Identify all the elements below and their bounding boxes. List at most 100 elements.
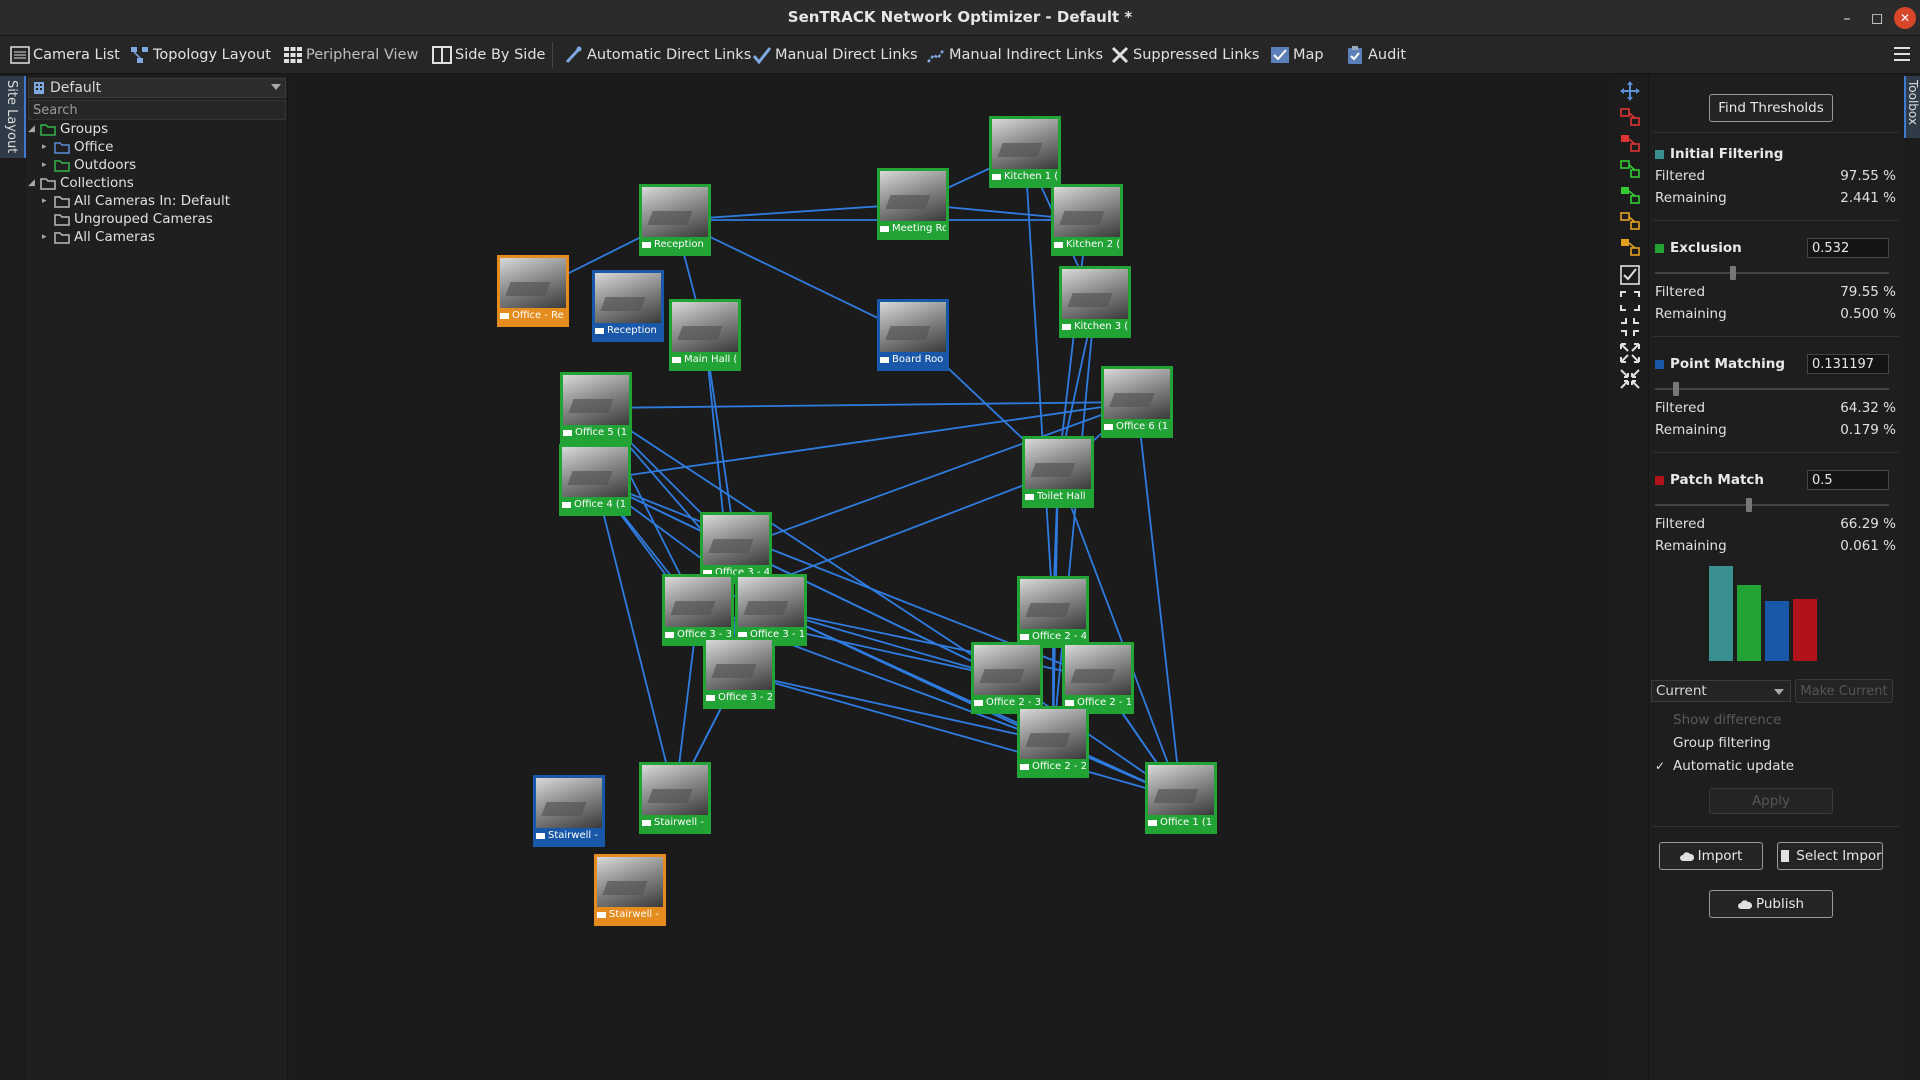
topology-link[interactable] <box>1052 301 1096 743</box>
topology-link[interactable] <box>594 479 676 799</box>
camera-list-button[interactable]: Camera List <box>10 42 120 68</box>
publish-button[interactable]: Publish <box>1709 890 1833 918</box>
topology-link[interactable] <box>1136 401 1182 799</box>
mode-select[interactable]: Current <box>1651 680 1791 702</box>
add-all-links-icon[interactable] <box>1619 184 1641 206</box>
camera-node[interactable]: Office 3 - 4 <box>700 512 772 584</box>
camera-node[interactable]: Meeting Ro <box>877 168 949 240</box>
remove-link-icon[interactable] <box>1619 106 1641 128</box>
site-select[interactable]: Default <box>28 78 286 98</box>
camera-node[interactable]: Office 3 - 1 <box>735 574 807 646</box>
collapsed-arrow-icon[interactable]: ▸ <box>42 160 47 170</box>
point-matching-threshold-input[interactable] <box>1807 354 1889 374</box>
expand-icon[interactable] <box>1619 342 1641 364</box>
camera-node[interactable]: Stairwell - <box>639 762 711 834</box>
camera-node[interactable]: Stairwell - <box>533 775 605 847</box>
apply-button[interactable]: Apply <box>1709 788 1833 814</box>
make-current-button[interactable]: Make Current <box>1795 679 1893 703</box>
camera-node[interactable]: Kitchen 3 ( <box>1059 266 1131 338</box>
tree-item-all-cameras-in[interactable]: ▸ All Cameras In: Default <box>42 192 230 210</box>
camera-node[interactable]: Reception <box>639 184 711 256</box>
tree-item-ungrouped[interactable]: Ungrouped Cameras <box>42 210 213 228</box>
manual-direct-links-button[interactable]: Manual Direct Links <box>752 42 918 68</box>
camera-node[interactable]: Reception <box>592 270 664 342</box>
topology-layout-button[interactable]: Topology Layout <box>130 42 271 68</box>
camera-node[interactable]: Office 3 - 3 <box>662 574 734 646</box>
group-filtering-checkbox[interactable]: Group filtering <box>1655 735 1771 751</box>
camera-node[interactable]: Office 2 - 3 <box>971 642 1043 714</box>
collapsed-arrow-icon[interactable]: ▸ <box>42 142 47 152</box>
indirect-all-links-icon[interactable] <box>1619 236 1641 258</box>
camera-node[interactable]: Office 6 (1 <box>1101 366 1173 438</box>
topology-link[interactable] <box>735 401 1138 549</box>
topology-link[interactable] <box>738 672 1182 799</box>
collapsed-arrow-icon[interactable]: ▸ <box>42 232 47 242</box>
tree-item-collections[interactable]: ◢ Collections <box>28 174 134 192</box>
topology-link[interactable] <box>674 219 914 336</box>
topology-link[interactable] <box>674 203 914 221</box>
collapsed-arrow-icon[interactable]: ▸ <box>42 196 47 206</box>
add-link-icon[interactable] <box>1619 158 1641 180</box>
toolbox-tab[interactable]: Toolbox <box>1904 76 1920 138</box>
search-input[interactable] <box>28 100 286 120</box>
point-matching-slider-handle[interactable] <box>1673 382 1680 396</box>
exclusion-slider-handle[interactable] <box>1730 266 1737 280</box>
exclusion-slider[interactable] <box>1655 266 1889 280</box>
audit-button[interactable]: Audit <box>1345 42 1406 68</box>
peripheral-view-button[interactable]: Peripheral View <box>283 42 418 68</box>
fit-view-icon[interactable] <box>1619 290 1641 312</box>
camera-node[interactable]: Toilet Hall <box>1022 436 1094 508</box>
tree-item-outdoors[interactable]: ▸ Outdoors <box>42 156 136 174</box>
camera-node[interactable]: Office 3 - 2 <box>703 637 775 709</box>
camera-node[interactable]: Main Hall ( <box>669 299 741 371</box>
topology-link[interactable] <box>595 407 1008 679</box>
automatic-update-checkbox[interactable]: ✓ Automatic update <box>1655 758 1794 774</box>
camera-node[interactable]: Office 5 (1 <box>560 372 632 444</box>
topology-canvas[interactable]: Kitchen 1 ( Meeting Ro Reception Kitchen 2 … <box>289 76 1610 1080</box>
side-by-side-button[interactable]: Side By Side <box>432 42 545 68</box>
map-check-icon[interactable] <box>1619 264 1641 286</box>
camera-node[interactable]: Kitchen 2 ( <box>1051 184 1123 256</box>
camera-node[interactable]: Stairwell - <box>594 854 666 926</box>
minimize-icon[interactable]: – <box>1843 9 1851 27</box>
indirect-link-tool-icon[interactable] <box>1619 210 1641 232</box>
camera-node[interactable]: Office 2 - 2 <box>1017 706 1089 778</box>
camera-node[interactable]: Office 2 - 1 <box>1062 642 1134 714</box>
collapse-icon[interactable] <box>1619 368 1641 390</box>
patch-match-slider[interactable] <box>1655 498 1889 512</box>
manual-indirect-links-button[interactable]: Manual Indirect Links <box>926 42 1103 68</box>
topology-link[interactable] <box>738 672 1054 743</box>
expanded-arrow-icon[interactable]: ◢ <box>28 124 35 134</box>
exclusion-threshold-input[interactable] <box>1807 238 1889 258</box>
camera-node[interactable]: Office - Re <box>497 255 569 327</box>
tree-item-office[interactable]: ▸ Office <box>42 138 113 156</box>
topology-link[interactable] <box>1057 219 1088 473</box>
move-icon[interactable] <box>1619 80 1641 102</box>
topology-link[interactable] <box>770 609 1008 679</box>
topology-link[interactable] <box>1057 471 1182 799</box>
shrink-view-icon[interactable] <box>1619 316 1641 338</box>
suppressed-links-button[interactable]: Suppressed Links <box>1110 42 1259 68</box>
select-import-button[interactable]: Select Impor <box>1777 842 1883 870</box>
tree-item-all-cameras[interactable]: ▸ All Cameras <box>42 228 155 246</box>
hamburger-menu-icon[interactable] <box>1892 44 1912 64</box>
camera-node[interactable]: Office 2 - 4 <box>1017 576 1089 648</box>
map-button[interactable]: Map <box>1270 42 1324 68</box>
close-icon[interactable]: ✕ <box>1894 7 1916 29</box>
topology-link[interactable] <box>1024 151 1054 613</box>
patch-match-slider-handle[interactable] <box>1746 498 1753 512</box>
remove-all-links-icon[interactable] <box>1619 132 1641 154</box>
topology-link[interactable] <box>735 547 1008 679</box>
topology-link[interactable] <box>595 401 1138 409</box>
expanded-arrow-icon[interactable]: ◢ <box>28 178 35 188</box>
tree-item-groups[interactable]: ◢ Groups <box>28 120 108 138</box>
camera-node[interactable]: Board Roo <box>877 299 949 371</box>
maximize-icon[interactable]: ◻ <box>1870 9 1884 27</box>
import-button[interactable]: Import <box>1659 842 1763 870</box>
patch-match-threshold-input[interactable] <box>1807 470 1889 490</box>
find-thresholds-button[interactable]: Find Thresholds <box>1709 94 1833 122</box>
camera-node[interactable]: Office 1 (1 <box>1145 762 1217 834</box>
point-matching-slider[interactable] <box>1655 382 1889 396</box>
camera-node[interactable]: Kitchen 1 ( <box>989 116 1061 188</box>
show-difference-checkbox[interactable]: Show difference <box>1655 712 1782 728</box>
